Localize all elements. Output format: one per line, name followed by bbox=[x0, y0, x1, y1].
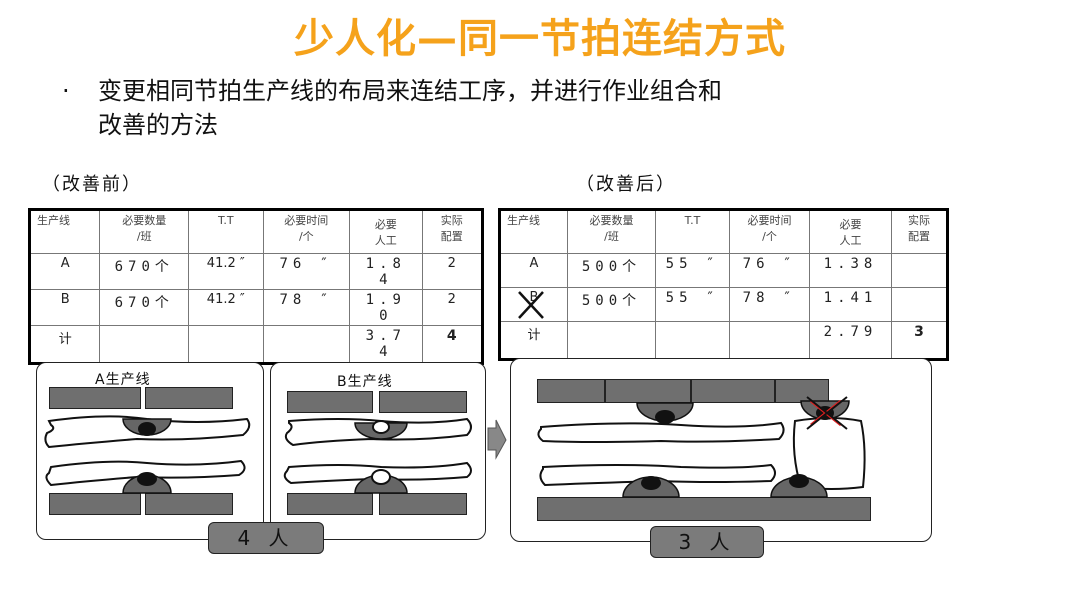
table-cell: 76 ″ bbox=[729, 253, 810, 288]
before-caption: （改善前） bbox=[42, 174, 142, 195]
operator-icon bbox=[122, 472, 172, 494]
table-cell: 670个 bbox=[99, 289, 190, 326]
table-cell: 3.7 4 bbox=[349, 325, 423, 364]
table-cell: 2 bbox=[421, 253, 484, 290]
table-cell: 2.79 bbox=[809, 321, 892, 360]
after-table-header-row: 生产线 必要数量 /班 T.T 必要时间 /个 必要 人工 实际 配置 bbox=[499, 209, 948, 254]
table-row: A 670个 41.2 ″ 76 ″ 1.8 4 2 bbox=[28, 253, 484, 290]
table-cell bbox=[891, 287, 948, 322]
table-cell: 41.2 ″ bbox=[188, 253, 264, 290]
table-cell bbox=[655, 321, 730, 360]
after-header-time: 必要时间 /个 bbox=[729, 209, 810, 254]
table-cell-crossed: B bbox=[499, 287, 568, 322]
workstation-bar bbox=[145, 387, 233, 409]
workstation-bar bbox=[49, 387, 141, 409]
after-layout-panel bbox=[510, 358, 932, 542]
after-caption: （改善后） bbox=[576, 174, 676, 195]
table-cell bbox=[188, 325, 264, 364]
workstation-bar bbox=[775, 379, 829, 403]
table-cell bbox=[262, 325, 351, 364]
after-header-labor: 必要 人工 bbox=[809, 209, 892, 254]
table-cell: 3 bbox=[891, 321, 948, 360]
workstation-bar bbox=[379, 493, 467, 515]
before-header-labor: 必要 人工 bbox=[349, 209, 423, 254]
table-cell: 500个 bbox=[567, 287, 656, 322]
table-cell: 55 ″ bbox=[655, 287, 730, 322]
workstation-bar bbox=[145, 493, 233, 515]
bullet-text-line1: 变更相同节拍生产线的布局来连结工序，并进行作业组合和 bbox=[98, 77, 722, 105]
table-cell: 计 bbox=[28, 325, 101, 364]
table-cell bbox=[567, 321, 656, 360]
after-table: 生产线 必要数量 /班 T.T 必要时间 /个 必要 人工 实际 配置 A 50… bbox=[498, 208, 949, 361]
table-cell: 1.41 bbox=[809, 287, 892, 322]
after-conveyor-drawing bbox=[537, 396, 866, 498]
table-cell: A bbox=[28, 253, 101, 290]
operator-icon bbox=[622, 476, 680, 498]
table-row: A 500个 55 ″ 76 ″ 1.38 bbox=[499, 253, 948, 288]
table-cell: 500个 bbox=[567, 253, 656, 288]
workstation-bar bbox=[537, 497, 871, 521]
table-cell: 1.9 0 bbox=[349, 289, 423, 326]
bullet-dot: · bbox=[62, 77, 70, 105]
line-a-label: A生产线 bbox=[95, 372, 151, 388]
table-cell: 55 ″ bbox=[655, 253, 730, 288]
after-header-line: 生产线 bbox=[499, 209, 568, 254]
line-a-conveyor-drawing bbox=[44, 415, 251, 494]
before-header-time: 必要时间 /个 bbox=[262, 209, 351, 254]
line-b-conveyor-drawing bbox=[283, 417, 472, 494]
operator-icon bbox=[122, 418, 172, 436]
before-header-qty: 必要数量 /班 bbox=[99, 209, 190, 254]
before-header-line: 生产线 bbox=[28, 209, 101, 254]
before-people-count: 4 人 bbox=[208, 522, 324, 554]
line-b-label: B生产线 bbox=[337, 374, 393, 390]
after-header-qty: 必要数量 /班 bbox=[567, 209, 656, 254]
table-cell bbox=[99, 325, 190, 364]
table-cell: 2 bbox=[421, 289, 484, 326]
cross-mark-icon bbox=[518, 291, 544, 319]
table-cell: 78 ″ bbox=[729, 287, 810, 322]
workstation-bar bbox=[287, 493, 373, 515]
after-people-count: 3 人 bbox=[650, 526, 764, 558]
table-cell: 4 bbox=[421, 325, 484, 364]
table-cell: 670个 bbox=[99, 253, 190, 290]
table-cell: 76 ″ bbox=[262, 253, 351, 290]
bullet-text: 变更相同节拍生产线的布局来连结工序，并进行作业组合和 改善的方法 bbox=[98, 74, 818, 142]
before-header-actual: 实际 配置 bbox=[421, 209, 484, 254]
workstation-bar bbox=[691, 379, 775, 403]
workstation-bar bbox=[379, 391, 467, 413]
table-cell bbox=[729, 321, 810, 360]
workstation-bar bbox=[537, 379, 605, 403]
operator-icon bbox=[354, 420, 408, 440]
table-cell: 41.2 ″ bbox=[188, 289, 264, 326]
table-cell: 计 bbox=[499, 321, 568, 360]
table-cell: A bbox=[499, 253, 568, 288]
table-cell: 78 ″ bbox=[262, 289, 351, 326]
table-cell: 1.8 4 bbox=[349, 253, 423, 290]
before-header-tt: T.T bbox=[188, 209, 264, 254]
table-row: 计 3.7 4 4 bbox=[28, 325, 484, 364]
removed-operator-icon bbox=[800, 396, 850, 430]
line-a-panel: A生产线 bbox=[36, 362, 264, 540]
table-row: B 670个 41.2 ″ 78 ″ 1.9 0 2 bbox=[28, 289, 484, 326]
line-b-panel: B生产线 bbox=[270, 362, 486, 540]
operator-icon bbox=[636, 402, 694, 424]
table-cell: B bbox=[28, 289, 101, 326]
operator-icon bbox=[354, 469, 408, 494]
page-title: 少人化—同一节拍连结方式 bbox=[294, 16, 786, 62]
workstation-bar bbox=[287, 391, 373, 413]
after-header-tt: T.T bbox=[655, 209, 730, 254]
table-cell bbox=[891, 253, 948, 288]
table-row: B 500个 55 ″ 78 ″ 1.41 bbox=[499, 287, 948, 322]
bullet-text-line2: 改善的方法 bbox=[98, 111, 218, 139]
after-header-actual: 实际 配置 bbox=[891, 209, 948, 254]
table-cell: 1.38 bbox=[809, 253, 892, 288]
before-table-header-row: 生产线 必要数量 /班 T.T 必要时间 /个 必要 人工 实际 配置 bbox=[28, 209, 484, 254]
workstation-bar bbox=[49, 493, 141, 515]
operator-icon bbox=[770, 474, 828, 498]
table-row: 计 2.79 3 bbox=[499, 321, 948, 360]
before-table: 生产线 必要数量 /班 T.T 必要时间 /个 必要 人工 实际 配置 A 67… bbox=[28, 208, 484, 365]
